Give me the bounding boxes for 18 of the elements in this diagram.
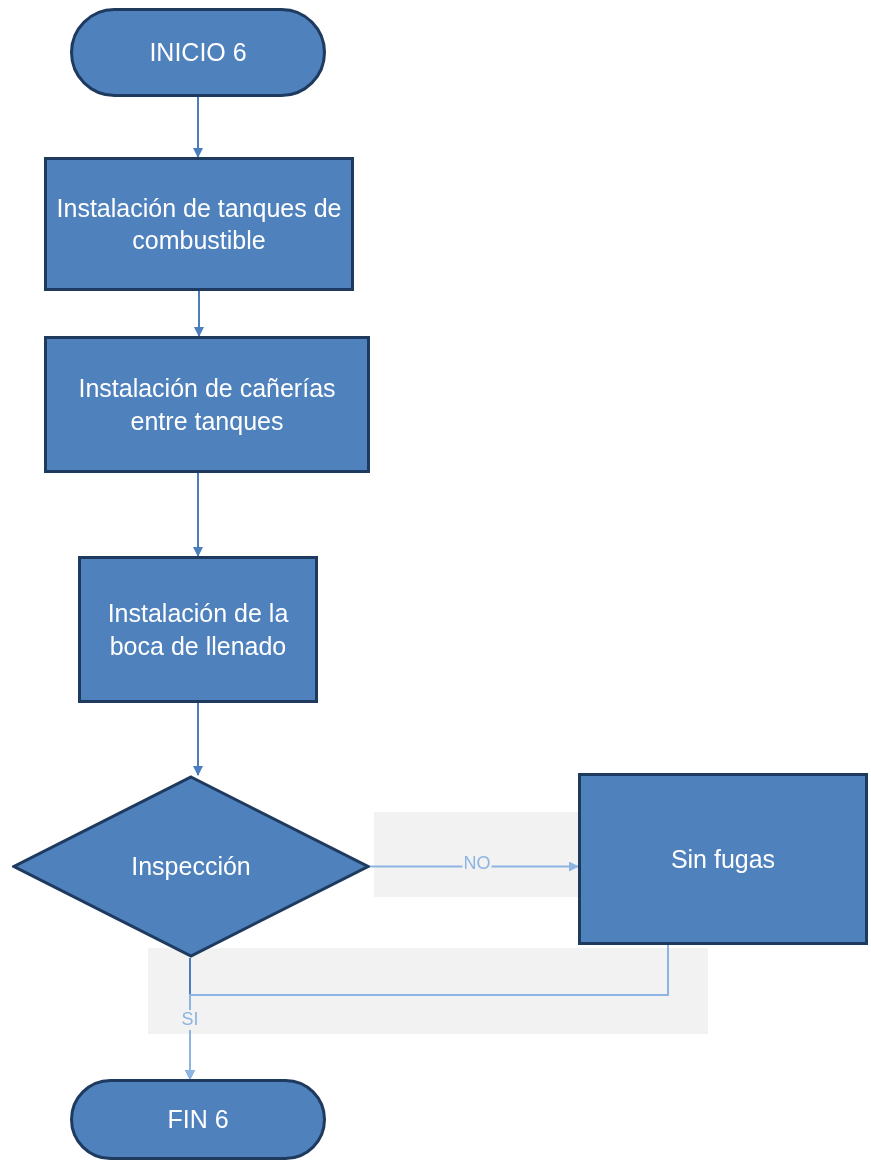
process-box — [78, 556, 318, 703]
edge-label: SI — [180, 1010, 200, 1030]
node-text: FIN 6 — [167, 1104, 229, 1136]
node-text: Instalación de tanques de combustible — [55, 192, 343, 256]
process-box — [44, 157, 354, 291]
arrow — [194, 290, 204, 337]
decision-diamond — [12, 775, 370, 958]
arrow — [193, 702, 203, 776]
node-text: INICIO 6 — [149, 37, 247, 69]
node-text: Instalación de la boca de llenado — [106, 598, 290, 662]
arrow — [185, 944, 669, 1080]
node-text: Sin fugas — [670, 843, 776, 875]
arrow — [193, 96, 203, 158]
process-box — [44, 336, 370, 473]
node-text: Inspección — [131, 851, 251, 883]
node-text: Instalación de cañerías entre tanques — [77, 373, 337, 437]
arrow — [193, 472, 203, 557]
process-box — [578, 773, 868, 945]
